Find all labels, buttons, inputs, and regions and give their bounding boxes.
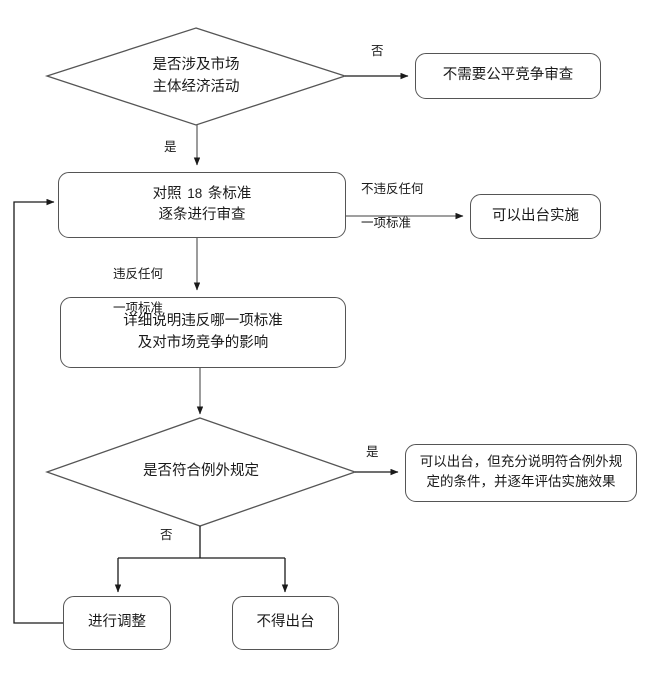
process-explain-label: 详细说明违反哪一项标准 及对市场竞争的影响: [123, 311, 283, 353]
process-review-line-1-post: 条标准: [203, 185, 252, 202]
edge-label-review-pass: 不违反任何 一项标准: [361, 164, 424, 248]
process-node-can-issue[interactable]: 可以出台实施: [470, 194, 601, 239]
process-explain-line-1: 详细说明违反哪一项标准: [123, 313, 283, 330]
process-explain-line-2: 及对市场竞争的影响: [137, 334, 269, 351]
edge-label-review-pass-line-2: 一项标准: [361, 214, 412, 230]
edge-label-d1-yes: 是: [164, 139, 177, 154]
edge-label-review-pass-line-1: 不违反任何: [361, 180, 424, 196]
process-review-line-1-pre: 对照: [152, 185, 187, 202]
process-review-standard-count: 18: [187, 185, 203, 201]
process-exception-line-2: 定的条件，并逐年评估实施效果: [426, 474, 616, 490]
process-review-line-2: 逐条进行审查: [158, 207, 246, 223]
process-no-review-label: 不需要公平竞争审查: [442, 67, 574, 84]
edge-adjust-feedback-loop: [13, 198, 63, 624]
decision-2-text: 是否符合例外规定: [143, 463, 259, 480]
process-node-review-18-standards[interactable]: 对照 18 条标准 逐条进行审查: [58, 172, 346, 238]
process-exception-label: 可以出台，但充分说明符合例外规 定的条件，并逐年评估实施效果: [413, 453, 630, 492]
edge-label-review-fail-line-1: 违反任何: [113, 265, 164, 281]
decision-node-exception-rules[interactable]: 是否符合例外规定: [47, 418, 355, 526]
decision-1-label: 是否涉及市场 主体经济活动: [135, 55, 258, 97]
decision-1-line-1: 是否涉及市场: [152, 57, 240, 74]
decision-1-line-2: 主体经济活动: [152, 78, 240, 95]
process-node-adjust[interactable]: 进行调整: [63, 596, 171, 650]
process-review-line-1: 对照 18 条标准: [153, 184, 252, 205]
decision-2-label: 是否符合例外规定: [125, 461, 277, 482]
decision-node-market-activity[interactable]: 是否涉及市场 主体经济活动: [47, 28, 345, 125]
process-can-issue-label: 可以出台实施: [492, 207, 579, 224]
process-adjust-label: 进行调整: [88, 614, 146, 631]
edge-label-review-fail-line-2: 一项标准: [113, 299, 164, 315]
edge-label-review-fail: 违反任何 一项标准: [113, 249, 163, 333]
process-node-explain-violation[interactable]: 详细说明违反哪一项标准 及对市场竞争的影响: [60, 297, 346, 368]
process-node-exception-allowed[interactable]: 可以出台，但充分说明符合例外规 定的条件，并逐年评估实施效果: [405, 444, 637, 502]
process-forbid-label: 不得出台: [256, 614, 315, 631]
edge-label-d2-no: 否: [160, 527, 173, 542]
process-exception-line-1: 可以出台，但充分说明符合例外规: [419, 454, 623, 471]
process-node-no-review-needed[interactable]: 不需要公平竞争审查: [415, 53, 601, 99]
process-node-forbid-issue[interactable]: 不得出台: [232, 596, 339, 650]
edge-label-d2-yes: 是: [366, 444, 379, 459]
edge-label-d1-no: 否: [371, 43, 384, 58]
process-review-label: 对照 18 条标准 逐条进行审查: [153, 184, 252, 226]
